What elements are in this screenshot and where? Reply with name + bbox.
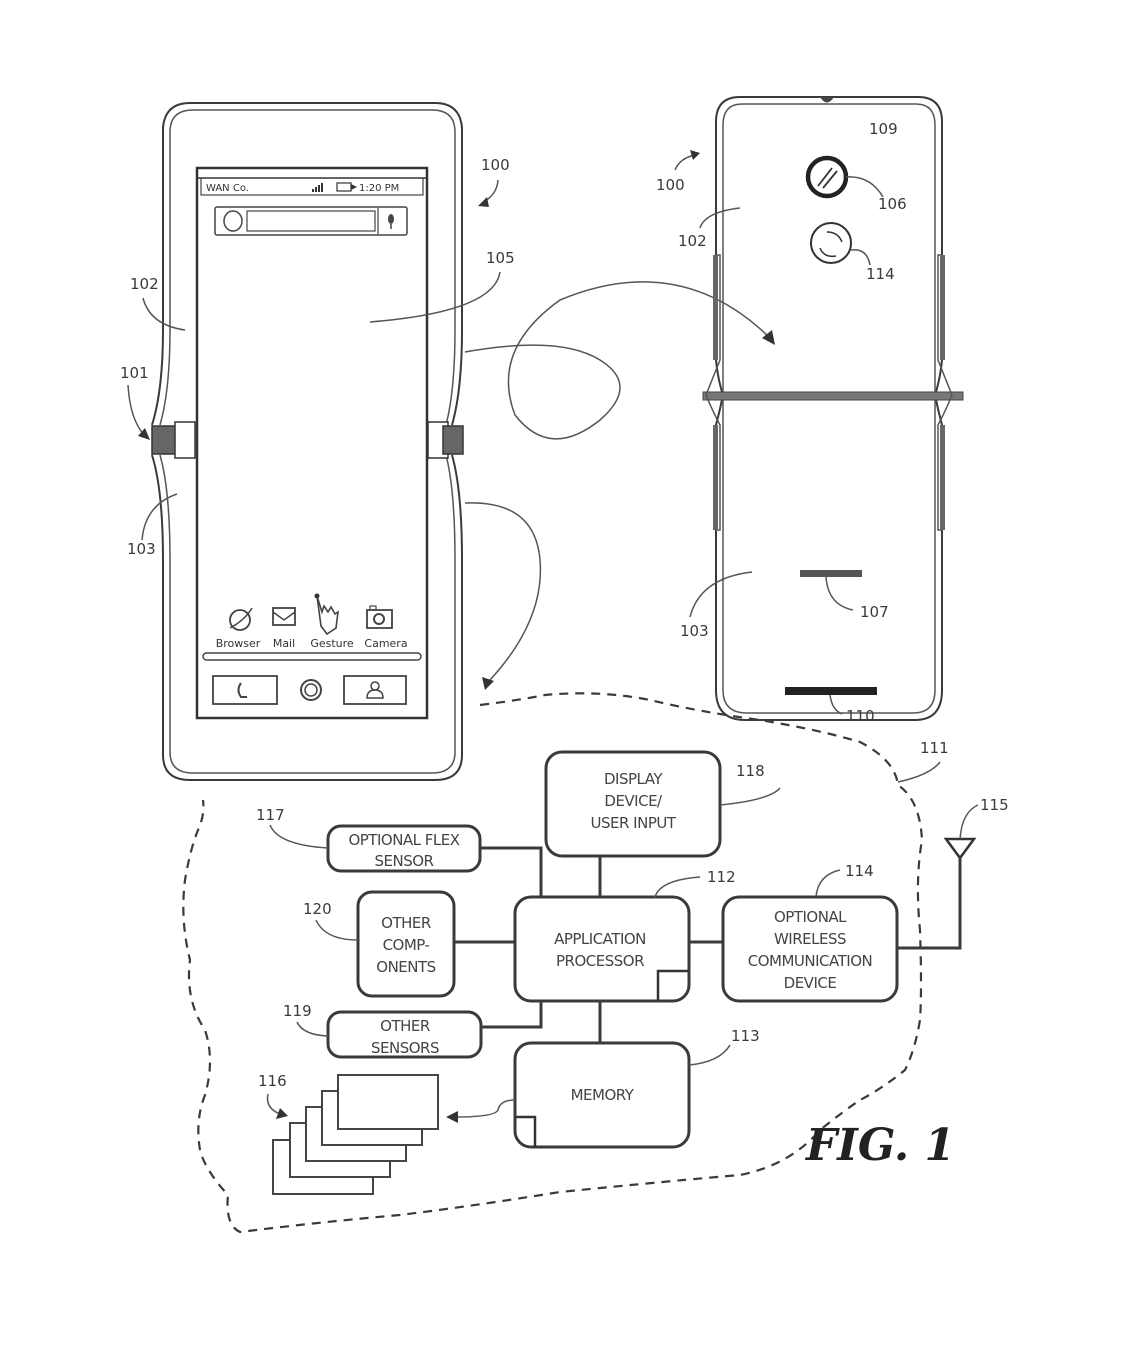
app-gesture[interactable]: Gesture bbox=[310, 593, 354, 651]
block-other-components: OTHER COMP- ONENTS bbox=[356, 890, 456, 998]
front-lower-housing bbox=[151, 454, 463, 781]
status-time: 1:20 PM bbox=[359, 183, 399, 194]
rear-device: 109 100 106 102 114 103 107 110 bbox=[656, 96, 964, 725]
search-bar[interactable] bbox=[214, 206, 408, 236]
home-circle-icon bbox=[300, 679, 322, 701]
svg-text:OTHER: OTHER bbox=[381, 914, 431, 932]
search-input[interactable] bbox=[246, 210, 376, 232]
hand-pointer-icon bbox=[316, 595, 340, 636]
ref-116: 116 bbox=[258, 1072, 287, 1090]
svg-text:ONENTS: ONENTS bbox=[376, 958, 435, 976]
ref-102-front: 102 bbox=[130, 275, 159, 293]
app-label: Mail bbox=[273, 637, 295, 650]
module-stack bbox=[272, 1074, 439, 1195]
carrier-name: WAN Co. bbox=[206, 183, 249, 194]
camera-icon bbox=[366, 609, 393, 629]
svg-text:COMMUNICATION: COMMUNICATION bbox=[748, 952, 872, 970]
ref-111: 111 bbox=[920, 739, 949, 757]
rear-housing bbox=[715, 96, 943, 721]
svg-text:OPTIONAL FLEX: OPTIONAL FLEX bbox=[348, 831, 459, 849]
ref-112: 112 bbox=[707, 868, 736, 886]
navigation-bar bbox=[202, 652, 422, 661]
contact-icon bbox=[366, 681, 384, 699]
block-application-processor: APPLICATION PROCESSOR bbox=[513, 895, 691, 1003]
svg-text:OTHER: OTHER bbox=[380, 1017, 430, 1035]
front-device: WAN Co. 1:20 PM Browser Mail bbox=[120, 102, 515, 781]
signal-icon bbox=[312, 183, 323, 192]
ref-107: 107 bbox=[860, 603, 889, 621]
app-label: Gesture bbox=[310, 637, 354, 650]
rear-hinge-band bbox=[702, 391, 964, 401]
display-screen bbox=[195, 166, 429, 720]
block-other-sensors: OTHER SENSORS bbox=[326, 1010, 483, 1059]
antenna-icon bbox=[943, 837, 977, 861]
rear-camera-icon bbox=[805, 155, 849, 199]
svg-text:WIRELESS: WIRELESS bbox=[774, 930, 846, 948]
svg-text:DEVICE/: DEVICE/ bbox=[604, 792, 663, 810]
ref-103-rear: 103 bbox=[680, 622, 709, 640]
rear-notch bbox=[820, 97, 834, 103]
block-memory: MEMORY bbox=[513, 1041, 691, 1149]
svg-text:SENSORS: SENSORS bbox=[371, 1039, 439, 1057]
battery-icon bbox=[336, 182, 357, 192]
device-boundary bbox=[182, 692, 924, 1234]
microphone-icon[interactable] bbox=[388, 214, 394, 229]
block-diagram: DISPLAY DEVICE/ USER INPUT OPTIONAL FLEX… bbox=[256, 750, 1009, 1195]
ref-117: 117 bbox=[256, 806, 285, 824]
ref-118: 118 bbox=[736, 762, 765, 780]
block-display: DISPLAY DEVICE/ USER INPUT bbox=[544, 750, 722, 858]
ref-113: 113 bbox=[731, 1027, 760, 1045]
speaker-grille bbox=[800, 570, 862, 577]
app-browser[interactable]: Browser bbox=[216, 607, 261, 650]
svg-text:SENSOR: SENSOR bbox=[375, 852, 434, 870]
block-wireless: OPTIONAL WIRELESS COMMUNICATION DEVICE bbox=[721, 895, 899, 1003]
ref-100-rear: 100 bbox=[656, 176, 685, 194]
app-mail[interactable]: Mail bbox=[272, 607, 296, 650]
ref-101: 101 bbox=[120, 364, 149, 382]
dock-contacts[interactable] bbox=[343, 675, 407, 705]
svg-text:USER INPUT: USER INPUT bbox=[591, 814, 677, 832]
rear-sensor-icon bbox=[810, 222, 852, 264]
ref-114-block: 114 bbox=[845, 862, 874, 880]
ref-105: 105 bbox=[486, 249, 515, 267]
app-label: Camera bbox=[364, 637, 407, 650]
status-bar bbox=[200, 177, 424, 196]
figure-title: FIG. 1 bbox=[804, 1120, 955, 1171]
svg-text:OPTIONAL: OPTIONAL bbox=[774, 908, 847, 926]
ref-119: 119 bbox=[283, 1002, 312, 1020]
ref-103-front: 103 bbox=[127, 540, 156, 558]
ref-106: 106 bbox=[878, 195, 907, 213]
svg-text:COMP-: COMP- bbox=[383, 936, 430, 954]
globe-icon bbox=[229, 609, 251, 631]
ref-115: 115 bbox=[980, 796, 1009, 814]
charging-port bbox=[785, 687, 877, 695]
ref-100-front: 100 bbox=[481, 156, 510, 174]
phone-icon bbox=[237, 682, 247, 698]
ref-120: 120 bbox=[303, 900, 332, 918]
svg-text:MEMORY: MEMORY bbox=[571, 1086, 635, 1104]
app-label: Browser bbox=[216, 637, 261, 650]
svg-text:PROCESSOR: PROCESSOR bbox=[556, 952, 644, 970]
ref-114-rear: 114 bbox=[866, 265, 895, 283]
block-flex-sensor: OPTIONAL FLEX SENSOR bbox=[326, 824, 482, 873]
dock-home[interactable] bbox=[300, 679, 322, 701]
ref-arrow bbox=[481, 179, 499, 204]
ref-110: 110 bbox=[846, 707, 875, 725]
search-logo-icon bbox=[223, 210, 243, 232]
ref-102-rear: 102 bbox=[678, 232, 707, 250]
dock-phone[interactable] bbox=[212, 675, 278, 705]
app-camera[interactable]: Camera bbox=[364, 605, 408, 650]
front-upper-housing bbox=[151, 102, 463, 426]
svg-text:APPLICATION: APPLICATION bbox=[554, 930, 646, 948]
envelope-icon bbox=[272, 607, 296, 626]
svg-text:DISPLAY: DISPLAY bbox=[604, 770, 663, 788]
ref-109: 109 bbox=[869, 120, 898, 138]
svg-text:DEVICE: DEVICE bbox=[784, 974, 837, 992]
connector-curves bbox=[464, 281, 775, 690]
